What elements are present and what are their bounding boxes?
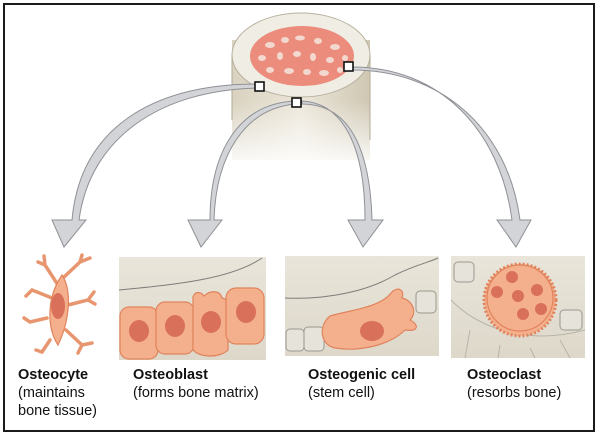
- bone-surface-line: [118, 257, 263, 291]
- lining-cell: [303, 326, 325, 352]
- osteoclast-nucleus: [512, 290, 524, 302]
- osteogenic-cell-body: [321, 288, 417, 350]
- arrow-to-osteoblast: [187, 100, 297, 248]
- osteocyte-illustration: [22, 253, 97, 355]
- arrow-to-osteocyte: [51, 83, 259, 248]
- arrow-to-osteogenic-cell: [301, 100, 384, 248]
- label-osteoblast: Osteoblast (forms bone matrix): [133, 366, 259, 402]
- osteocyte-processes: [22, 253, 97, 355]
- spongy-bone-holes: [258, 35, 348, 76]
- bone-surface-line: [284, 257, 439, 299]
- osteoclast-nucleus: [531, 284, 543, 296]
- lining-cell: [559, 309, 583, 331]
- osteoclast-illustration: [450, 256, 586, 359]
- osteoblast-nucleus: [165, 315, 185, 337]
- label-osteoclast: Osteoclast (resorbs bone): [467, 366, 561, 402]
- cell-name: Osteogenic cell: [308, 367, 416, 383]
- cell-name: Osteoblast: [133, 367, 208, 383]
- cell-description-line: bone tissue): [18, 403, 97, 419]
- cell-name: Osteoclast: [467, 367, 542, 383]
- sample-markers: [254, 61, 354, 108]
- label-osteogenic-cell: Osteogenic cell (stem cell): [308, 366, 415, 402]
- osteoclast-nucleus: [506, 271, 518, 283]
- sample-marker-square: [343, 61, 354, 72]
- spongy-bone: [250, 26, 354, 86]
- osteoclast-nucleus: [517, 308, 529, 320]
- osteoclast-nucleus: [535, 303, 547, 315]
- cell-description: (forms bone matrix): [133, 385, 259, 401]
- lining-cell: [453, 261, 475, 283]
- cell-description-line: (maintains: [18, 385, 85, 401]
- lining-cell: [285, 328, 305, 352]
- osteoblast-nucleus: [236, 301, 256, 323]
- arrows: [51, 66, 532, 248]
- osteoblast-illustration: [118, 257, 266, 360]
- arrow-to-osteoclast: [351, 66, 532, 248]
- sample-marker-square: [254, 81, 265, 92]
- osteocyte-nucleus: [51, 293, 65, 319]
- cell-description: (resorbs bone): [467, 385, 562, 401]
- bone-cross-section: [228, 12, 374, 170]
- osteoclast-nucleus: [491, 286, 503, 298]
- osteogenic-cell-illustration: [284, 256, 439, 356]
- osteogenic-cell-nucleus: [360, 321, 384, 341]
- osteoblast-nucleus: [129, 320, 149, 342]
- lining-cell: [415, 290, 437, 314]
- cell-description: (stem cell): [308, 385, 375, 401]
- cell-name: Osteocyte: [18, 367, 89, 383]
- sample-marker-square: [291, 97, 302, 108]
- label-osteocyte: Osteocyte (maintains bone tissue): [18, 366, 97, 420]
- osteoblast-nucleus: [201, 311, 221, 333]
